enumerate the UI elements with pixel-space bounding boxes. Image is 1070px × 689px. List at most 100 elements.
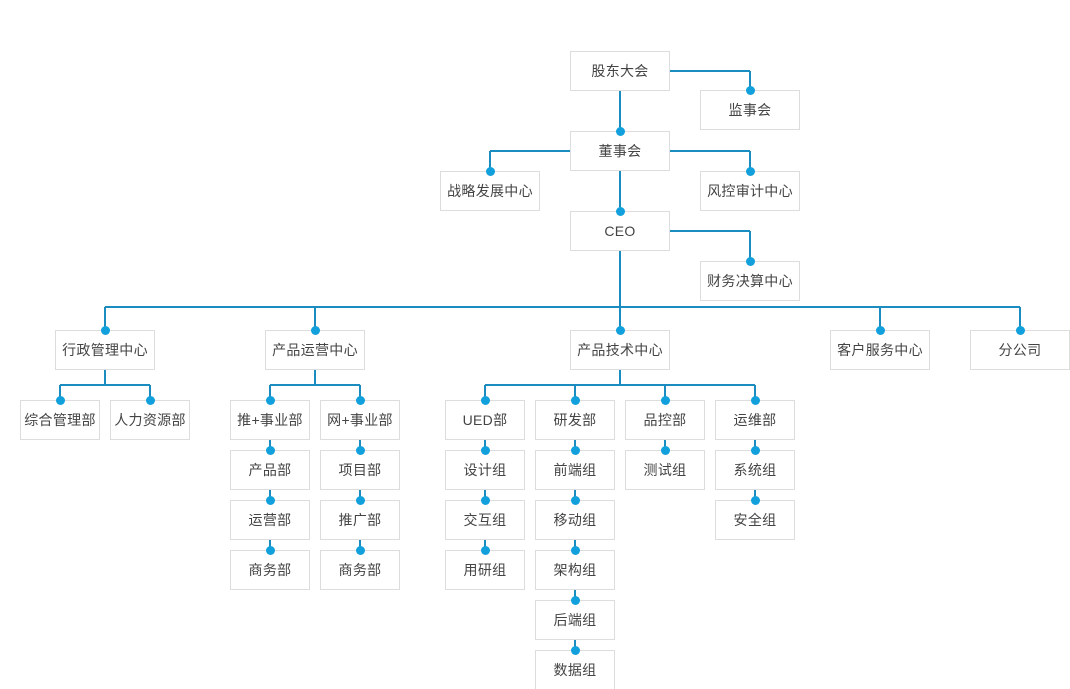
dot-finance bbox=[745, 256, 755, 266]
org-node-label: 风控审计中心 bbox=[707, 182, 793, 199]
org-node-label: 交互组 bbox=[463, 511, 507, 528]
org-node-ued2[interactable]: 交互组 bbox=[445, 500, 525, 540]
org-node-po2[interactable]: 网+事业部 bbox=[320, 400, 400, 440]
dot-rd5 bbox=[570, 645, 580, 655]
dot-rd4 bbox=[570, 595, 580, 605]
dot-po1b bbox=[265, 495, 275, 505]
dot-ued3 bbox=[480, 545, 490, 555]
org-node-label: 商务部 bbox=[248, 561, 292, 578]
dot-ops bbox=[750, 395, 760, 405]
org-node-ceo[interactable]: CEO bbox=[570, 211, 670, 251]
org-node-label: 推+事业部 bbox=[237, 411, 303, 428]
org-node-po1[interactable]: 推+事业部 bbox=[230, 400, 310, 440]
org-node-po1b[interactable]: 运营部 bbox=[230, 500, 310, 540]
org-node-ued[interactable]: UED部 bbox=[445, 400, 525, 440]
org-node-label: 项目部 bbox=[338, 461, 382, 478]
org-node-label: 行政管理中心 bbox=[62, 341, 148, 358]
org-node-label: 测试组 bbox=[643, 461, 687, 478]
org-node-label: CEO bbox=[604, 222, 636, 239]
org-node-po2b[interactable]: 推广部 bbox=[320, 500, 400, 540]
org-node-ops2[interactable]: 安全组 bbox=[715, 500, 795, 540]
org-node-admin[interactable]: 行政管理中心 bbox=[55, 330, 155, 370]
dot-po1c bbox=[265, 545, 275, 555]
org-node-label: 用研组 bbox=[463, 561, 507, 578]
dot-admin bbox=[100, 325, 110, 335]
dot-custserv bbox=[875, 325, 885, 335]
org-node-riskaudit[interactable]: 风控审计中心 bbox=[700, 171, 800, 211]
org-node-label: 前端组 bbox=[553, 461, 597, 478]
dot-board bbox=[615, 126, 625, 136]
org-node-label: 品控部 bbox=[643, 411, 687, 428]
org-node-label: 监事会 bbox=[728, 101, 772, 118]
dot-rd2 bbox=[570, 495, 580, 505]
org-node-ops1[interactable]: 系统组 bbox=[715, 450, 795, 490]
org-node-ued3[interactable]: 用研组 bbox=[445, 550, 525, 590]
org-node-label: 战略发展中心 bbox=[447, 182, 533, 199]
org-node-label: 商务部 bbox=[338, 561, 382, 578]
org-node-label: 数据组 bbox=[553, 661, 597, 678]
org-node-ued1[interactable]: 设计组 bbox=[445, 450, 525, 490]
org-node-ops[interactable]: 运维部 bbox=[715, 400, 795, 440]
dot-qa1 bbox=[660, 445, 670, 455]
org-node-label: UED部 bbox=[462, 411, 508, 428]
org-node-qa[interactable]: 品控部 bbox=[625, 400, 705, 440]
org-node-label: 股东大会 bbox=[591, 62, 649, 79]
org-node-label: 运营部 bbox=[248, 511, 292, 528]
org-node-rd3[interactable]: 架构组 bbox=[535, 550, 615, 590]
org-node-label: 运维部 bbox=[733, 411, 777, 428]
org-node-label: 架构组 bbox=[553, 561, 597, 578]
org-node-supervisors[interactable]: 监事会 bbox=[700, 90, 800, 130]
org-node-label: 产品部 bbox=[248, 461, 292, 478]
dot-prodtech bbox=[615, 325, 625, 335]
dot-po1 bbox=[265, 395, 275, 405]
org-node-rd1[interactable]: 前端组 bbox=[535, 450, 615, 490]
dot-po1a bbox=[265, 445, 275, 455]
org-node-label: 分公司 bbox=[998, 341, 1042, 358]
org-node-label: 人力资源部 bbox=[114, 411, 186, 428]
org-node-label: 网+事业部 bbox=[327, 411, 393, 428]
dot-strategy bbox=[485, 166, 495, 176]
dot-qa bbox=[660, 395, 670, 405]
org-node-po1c[interactable]: 商务部 bbox=[230, 550, 310, 590]
org-node-rd5[interactable]: 数据组 bbox=[535, 650, 615, 689]
dot-po2c bbox=[355, 545, 365, 555]
org-node-finance[interactable]: 财务决算中心 bbox=[700, 261, 800, 301]
org-node-label: 研发部 bbox=[553, 411, 597, 428]
org-node-label: 客户服务中心 bbox=[837, 341, 923, 358]
org-node-rd[interactable]: 研发部 bbox=[535, 400, 615, 440]
dot-ued1 bbox=[480, 445, 490, 455]
dot-po2b bbox=[355, 495, 365, 505]
org-node-label: 设计组 bbox=[463, 461, 507, 478]
org-node-prodops[interactable]: 产品运营中心 bbox=[265, 330, 365, 370]
org-node-po1a[interactable]: 产品部 bbox=[230, 450, 310, 490]
org-node-custserv[interactable]: 客户服务中心 bbox=[830, 330, 930, 370]
org-node-admin2[interactable]: 人力资源部 bbox=[110, 400, 190, 440]
dot-ued bbox=[480, 395, 490, 405]
dot-rd1 bbox=[570, 445, 580, 455]
dot-supervisors bbox=[745, 85, 755, 95]
org-node-qa1[interactable]: 测试组 bbox=[625, 450, 705, 490]
dot-branch bbox=[1015, 325, 1025, 335]
dot-rd bbox=[570, 395, 580, 405]
dot-ops2 bbox=[750, 495, 760, 505]
org-node-po2c[interactable]: 商务部 bbox=[320, 550, 400, 590]
org-node-label: 系统组 bbox=[733, 461, 777, 478]
org-node-po2a[interactable]: 项目部 bbox=[320, 450, 400, 490]
org-node-admin1[interactable]: 综合管理部 bbox=[20, 400, 100, 440]
org-node-rd4[interactable]: 后端组 bbox=[535, 600, 615, 640]
org-node-rd2[interactable]: 移动组 bbox=[535, 500, 615, 540]
org-node-board[interactable]: 董事会 bbox=[570, 131, 670, 171]
dot-ued2 bbox=[480, 495, 490, 505]
org-node-shareholders[interactable]: 股东大会 bbox=[570, 51, 670, 91]
org-node-label: 移动组 bbox=[553, 511, 597, 528]
dot-rd3 bbox=[570, 545, 580, 555]
dot-po2a bbox=[355, 445, 365, 455]
dot-riskaudit bbox=[745, 166, 755, 176]
org-node-strategy[interactable]: 战略发展中心 bbox=[440, 171, 540, 211]
org-node-prodtech[interactable]: 产品技术中心 bbox=[570, 330, 670, 370]
org-node-label: 董事会 bbox=[598, 142, 642, 159]
org-node-branch[interactable]: 分公司 bbox=[970, 330, 1070, 370]
dot-po2 bbox=[355, 395, 365, 405]
org-node-label: 安全组 bbox=[733, 511, 777, 528]
